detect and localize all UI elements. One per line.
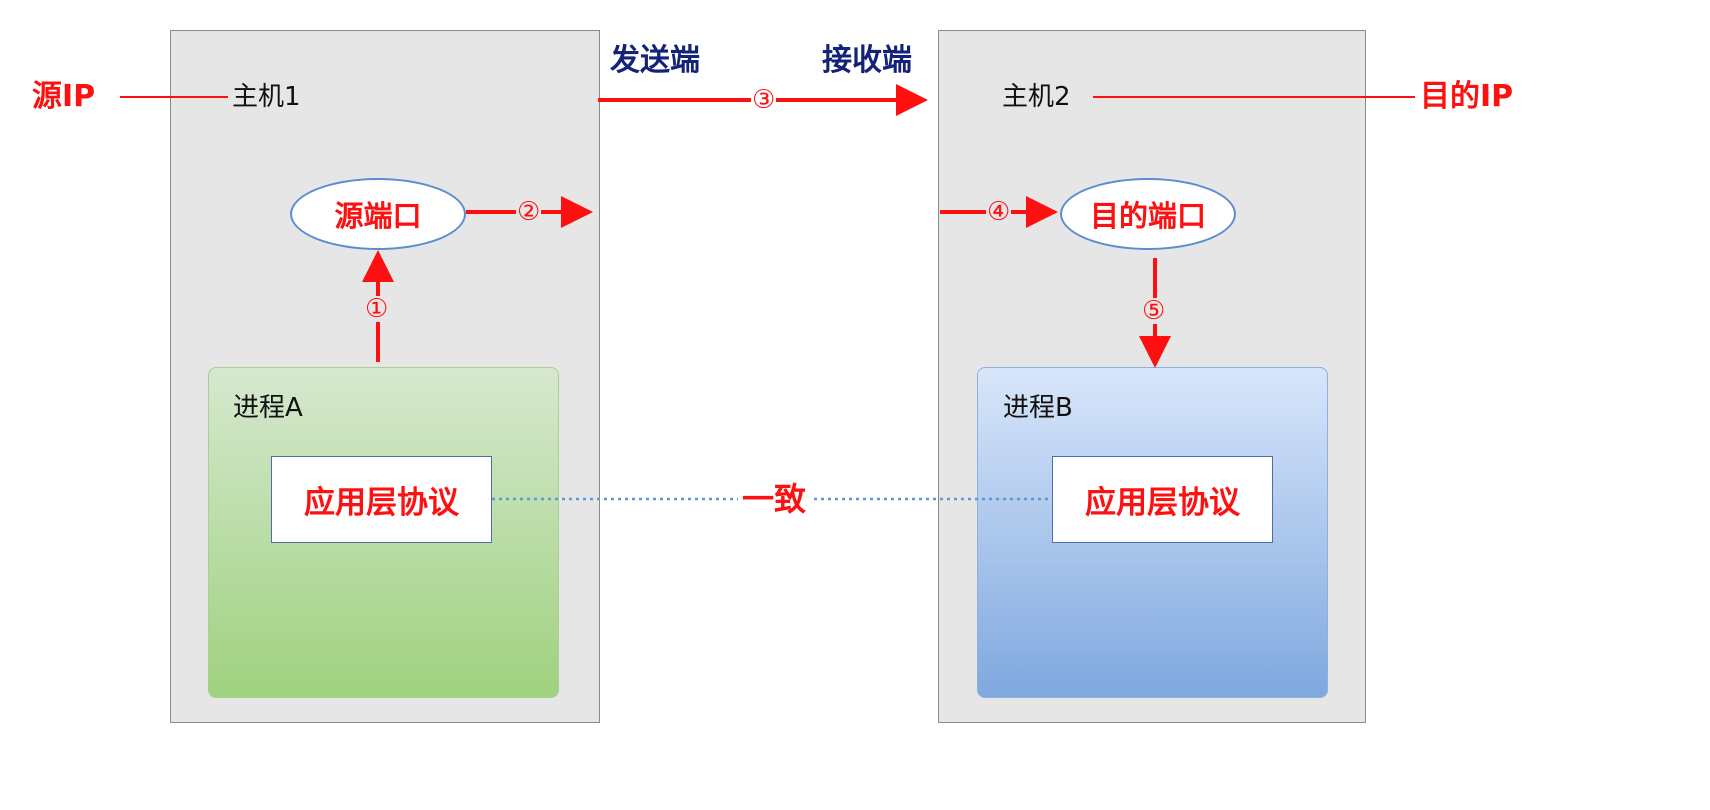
step-2-number: ②: [516, 197, 542, 227]
receiver-label: 接收端: [822, 43, 912, 78]
protocol-box-b: 应用层协议: [1052, 456, 1273, 543]
step-3-number: ③: [751, 85, 777, 115]
step-4-number: ④: [986, 197, 1012, 227]
source-port: 源端口: [290, 178, 466, 250]
protocol-box-a: 应用层协议: [271, 456, 492, 543]
source-ip-label: 源IP: [32, 79, 96, 114]
process-b-label: 进程B: [1003, 393, 1073, 423]
step-5-number: ⑤: [1141, 296, 1167, 326]
dest-port: 目的端口: [1060, 178, 1236, 250]
dest-ip-label: 目的IP: [1420, 79, 1514, 114]
host1-label: 主机1: [232, 82, 301, 112]
consistent-label: 一致: [738, 483, 811, 515]
process-a-label: 进程A: [233, 393, 303, 423]
sender-label: 发送端: [610, 43, 700, 78]
step-1-number: ①: [364, 294, 390, 324]
host2-label: 主机2: [1002, 82, 1071, 112]
